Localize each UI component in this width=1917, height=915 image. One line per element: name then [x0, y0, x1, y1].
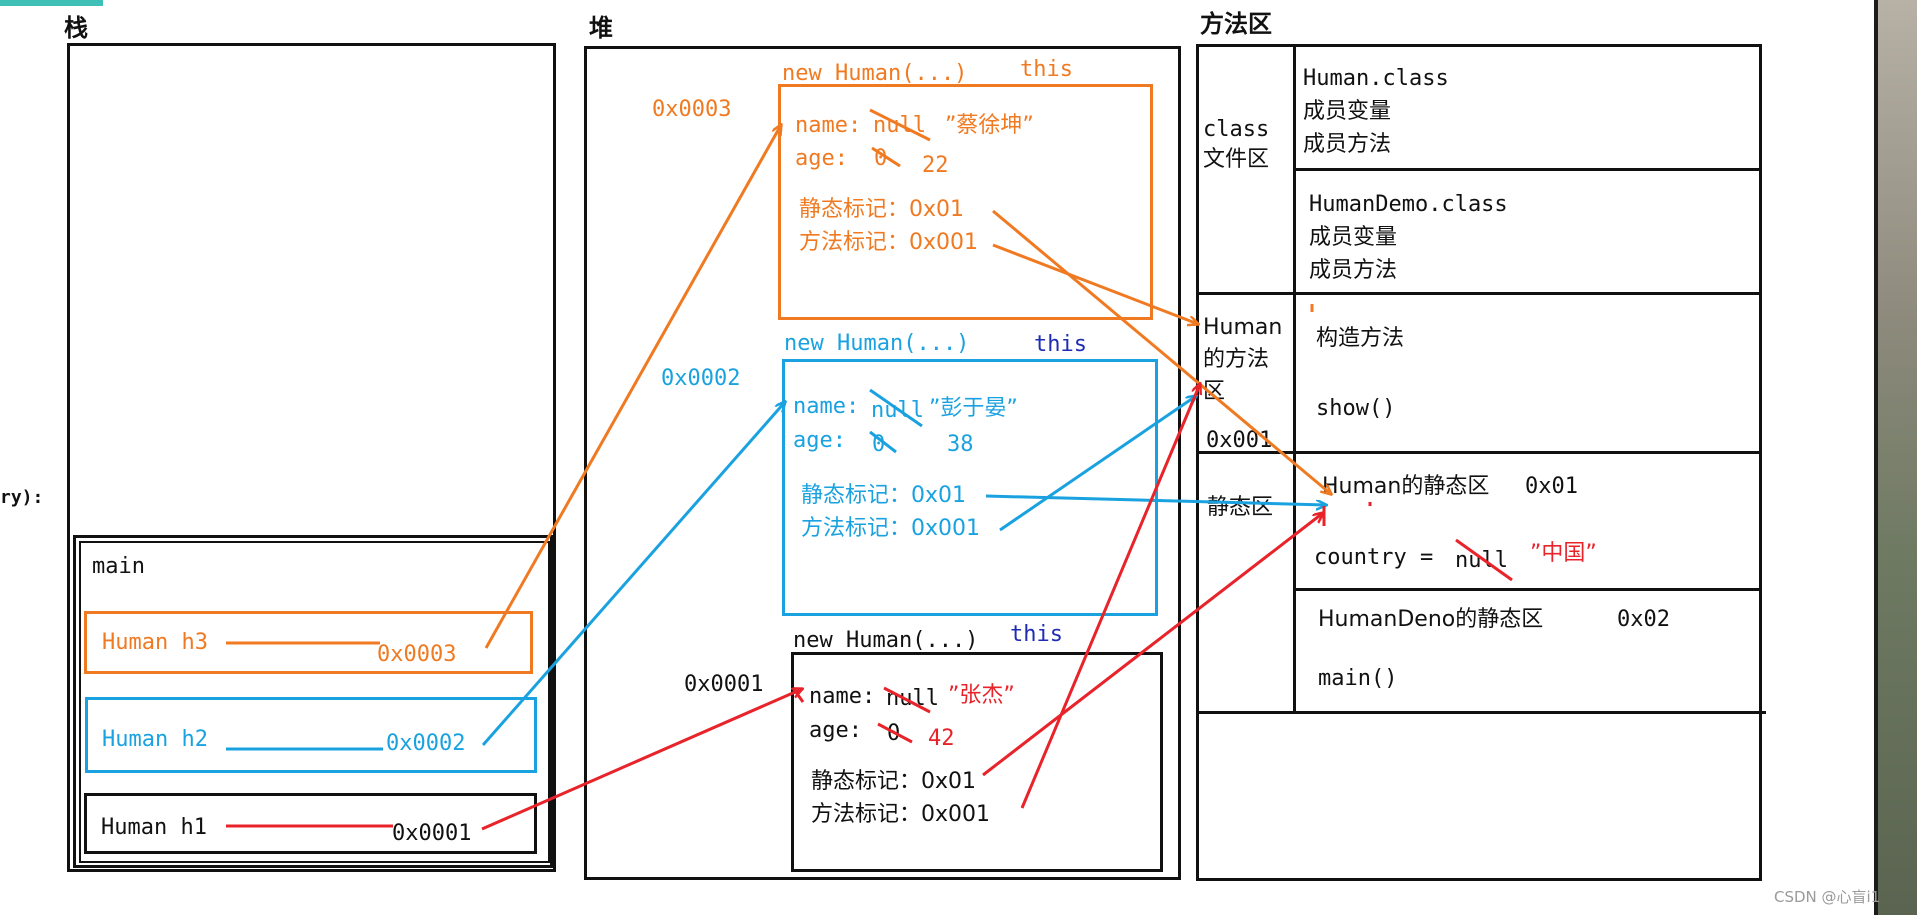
method-area-divider [1293, 44, 1296, 714]
cut-off-code-fragment: ry): [0, 487, 44, 508]
stack-var-h2-label: Human h2 [102, 727, 208, 752]
strike-obj1-age [877, 722, 913, 744]
strike-country [1455, 538, 1513, 582]
heap-obj1-age-label: age: [809, 718, 862, 743]
divider-method-end [1196, 451, 1762, 454]
arrow-obj2-static-mark [985, 494, 1326, 505]
arrow-obj3-static-mark [992, 209, 1331, 494]
heap-obj2-age-old: 0 [872, 432, 886, 457]
top-left-accent-bar [0, 0, 103, 6]
human-constructor-method: 构造方法 [1316, 326, 1405, 351]
strike-obj1-name [883, 686, 931, 714]
humandemo-class-entry: HumanDemo.class 成员变量 成员方法 [1309, 188, 1508, 287]
heap-obj1-address: 0x0001 [684, 672, 764, 697]
stack-var-h1-label: Human h1 [101, 815, 207, 840]
human-class-name: Human.class [1303, 66, 1449, 91]
strike-obj2-name [869, 388, 923, 428]
human-method-area-label: Human 的方法 区 [1203, 315, 1283, 404]
method-area-region [1196, 44, 1762, 881]
heap-obj2-address: 0x0002 [661, 366, 741, 391]
heap-obj1-name-old: null [886, 686, 939, 711]
heap-obj1-age-new: 42 [928, 726, 955, 751]
arrow-h1-to-obj1 [481, 689, 802, 831]
heap-obj3-title: new Human(...) [782, 61, 968, 86]
stack-var-h1-value: 0x0001 [392, 821, 472, 846]
heap-obj1-name-label: name: [809, 684, 876, 709]
heap-obj2-age-label: age: [793, 428, 846, 453]
arrow-obj1-static-mark [982, 513, 1323, 777]
stack-var-h2: Human h2 0x0002 [85, 697, 537, 773]
heap-obj3-age-label: age: [795, 146, 848, 171]
heap-obj2-name-label: name: [793, 394, 860, 419]
csdn-watermark: CSDN @心盲i1 [1774, 888, 1881, 906]
stack-region [67, 43, 556, 872]
humandemo-class-name: HumanDemo.class [1309, 192, 1508, 217]
heap-obj2-age-new: 38 [947, 432, 974, 457]
strike-obj2-age [869, 430, 897, 454]
country-field-new: ”中国” [1530, 541, 1597, 566]
humandemo-static-area-addr: 0x02 [1617, 607, 1670, 632]
human-class-entry: Human.class 成员变量 成员方法 [1303, 62, 1449, 161]
method-area-section-title: 方法区 [1200, 10, 1272, 38]
heap-obj2-this: this [1034, 332, 1087, 357]
mark-obj1-tick [791, 687, 805, 703]
heap-obj3-name-label: name: [795, 113, 862, 138]
arrow-h2-to-obj2 [481, 402, 785, 746]
right-edge-divider [1874, 0, 1878, 915]
human-class-methods: 成员方法 [1303, 132, 1392, 157]
stack-var-h3-label: Human h3 [102, 630, 208, 655]
stack-var-h3: Human h3 0x0003 [84, 611, 533, 674]
heap-obj3-this: this [1020, 57, 1073, 82]
background-photo-strip [1878, 0, 1917, 915]
stack-var-h1: Human h1 0x0001 [84, 793, 537, 854]
heap-obj3-age-new: 22 [922, 153, 949, 178]
main-frame-label: main [92, 554, 145, 579]
human-class-fields: 成员变量 [1303, 99, 1392, 124]
divider-static-end [1196, 711, 1766, 714]
heap-section-title: 堆 [589, 14, 613, 42]
heap-obj2-static-mark: 静态标记：0x01 [801, 483, 967, 508]
heap-obj1-this: this [1010, 622, 1063, 647]
heap-obj3-address: 0x0003 [652, 97, 732, 122]
main-frame [79, 541, 550, 863]
divider-class-end [1196, 292, 1762, 295]
humandemo-static-area-title: HumanDeno的静态区 [1318, 607, 1544, 632]
heap-obj1-name-new: ”张杰” [948, 683, 1015, 708]
arrow-obj1-method-mark [1020, 384, 1200, 809]
heap-obj3-name-new: ”蔡徐坤” [945, 113, 1034, 138]
humandemo-class-fields: 成员变量 [1309, 225, 1398, 250]
heap-obj2-name-new: ”彭于晏” [929, 396, 1018, 421]
heap-obj3-static-mark: 静态标记：0x01 [799, 197, 965, 222]
human-static-area-addr: 0x01 [1525, 474, 1578, 499]
strike-obj3-age [871, 146, 901, 168]
human-show-method: show() [1316, 396, 1396, 421]
heap-obj2-method-mark: 方法标记：0x001 [801, 516, 981, 541]
class-file-area-label: class 文件区 [1203, 117, 1270, 172]
stack-section-title: 栈 [64, 14, 88, 42]
stack-var-h3-value: 0x0003 [377, 642, 457, 667]
divider-class-split [1293, 168, 1762, 171]
country-field-label: country = [1314, 545, 1434, 570]
heap-obj1-title: new Human(...) [793, 628, 979, 653]
strike-obj3-name [869, 108, 931, 142]
divider-static-split [1293, 588, 1762, 591]
main-frame-outer [73, 535, 553, 868]
stack-var-h2-value: 0x0002 [386, 731, 466, 756]
human-method-area-addr: 0x001 [1206, 428, 1273, 453]
arrow-h3-to-obj3 [484, 125, 781, 649]
heap-obj2-title: new Human(...) [784, 331, 970, 356]
arrow-obj2-method-mark [999, 396, 1196, 532]
human-static-area-title: Human的静态区 [1322, 474, 1490, 499]
humandemo-main-method: main() [1318, 666, 1398, 691]
heap-obj1-static-mark: 静态标记：0x01 [811, 769, 977, 794]
heap-region [584, 46, 1181, 880]
humandemo-class-methods: 成员方法 [1309, 258, 1398, 283]
heap-obj1-box: name: null ”张杰” age: 0 42 静态标记：0x01 方法标记… [791, 652, 1163, 872]
heap-obj3-method-mark: 方法标记：0x001 [799, 230, 979, 255]
heap-obj1-method-mark: 方法标记：0x001 [811, 802, 991, 827]
arrow-obj3-method-mark [992, 243, 1198, 324]
